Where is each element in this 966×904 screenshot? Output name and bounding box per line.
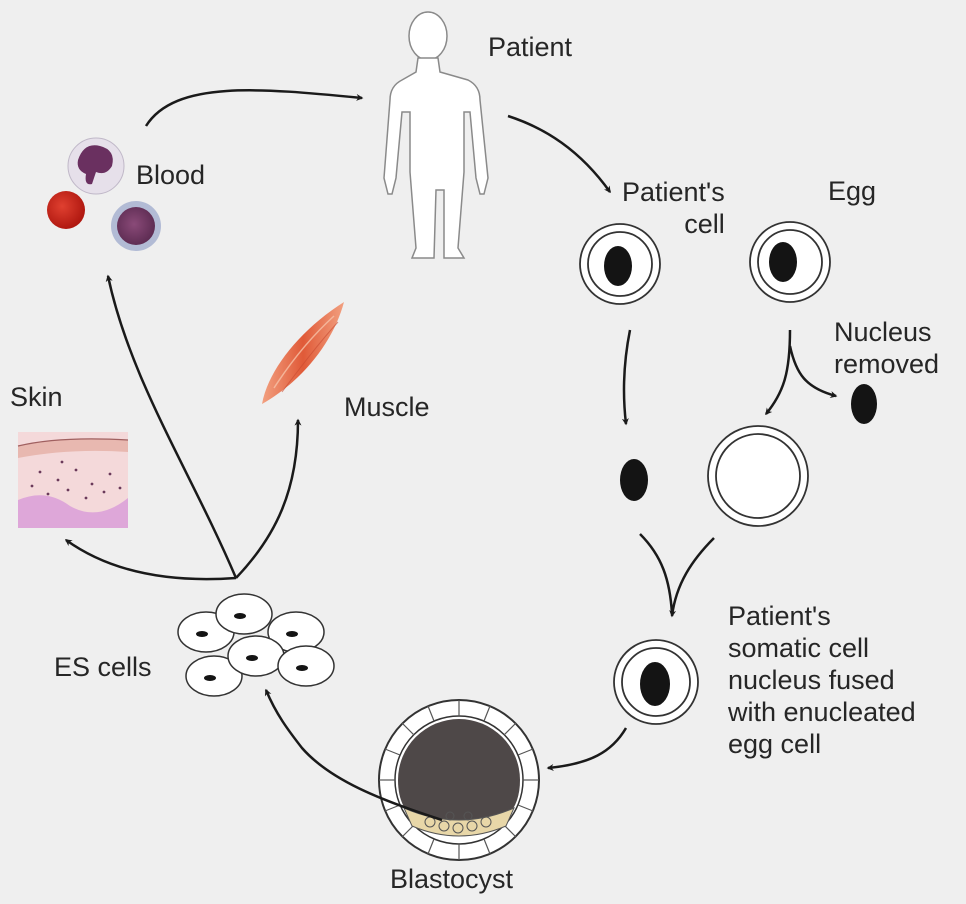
egg-cell-icon (750, 222, 830, 302)
label-fused-line3: nucleus fused (728, 664, 916, 696)
label-blood: Blood (136, 160, 205, 190)
label-nucleus-removed-line1: Nucleus (834, 316, 939, 348)
removed-nucleus-icon (851, 384, 877, 424)
label-patients-cell-line1: Patient's (622, 176, 725, 208)
patient-nucleus-icon (620, 459, 648, 501)
arrow-es-to-muscle (236, 420, 298, 578)
arrow-blood-to-patient (146, 90, 362, 126)
arrow-fused-to-blastocyst (548, 728, 626, 768)
label-muscle: Muscle (344, 392, 430, 422)
label-blastocyst: Blastocyst (390, 864, 513, 894)
arrow-cell-down (624, 330, 630, 424)
arrow-merge-right (672, 538, 714, 616)
arrow-patient-to-cell (508, 116, 610, 192)
nucleus-icon (604, 246, 632, 286)
label-patient: Patient (488, 32, 572, 62)
label-nucleus-removed-line2: removed (834, 348, 939, 380)
human-figure-icon (384, 12, 488, 258)
fused-cell-icon (614, 640, 698, 724)
label-nucleus-removed: Nucleus removed (834, 316, 939, 380)
label-egg: Egg (828, 176, 876, 206)
label-fused-cell: Patient's somatic cell nucleus fused wit… (728, 600, 916, 760)
nucleus-icon (640, 662, 670, 706)
arrow-egg-to-enucleated (766, 330, 790, 414)
skin-tissue-icon (18, 432, 128, 528)
arrow-es-to-skin (66, 540, 236, 579)
arrow-es-to-blood (108, 276, 236, 578)
label-es-cells: ES cells (54, 652, 152, 682)
es-cells-icon (178, 594, 334, 696)
label-fused-line5: egg cell (728, 728, 916, 760)
label-fused-line2: somatic cell (728, 632, 916, 664)
blood-cells-icon (47, 138, 161, 251)
arrow-nucleus-removed (790, 346, 836, 396)
blastocyst-icon (379, 700, 539, 860)
label-patients-cell: Patient's cell (622, 176, 725, 240)
enucleated-egg-icon (708, 426, 808, 526)
arrow-merge-left (640, 534, 672, 614)
nucleus-icon (769, 242, 797, 282)
label-patients-cell-line2: cell (622, 208, 725, 240)
label-fused-line1: Patient's (728, 600, 916, 632)
label-skin: Skin (10, 382, 63, 412)
muscle-tissue-icon (262, 302, 344, 404)
label-fused-line4: with enucleated (728, 696, 916, 728)
